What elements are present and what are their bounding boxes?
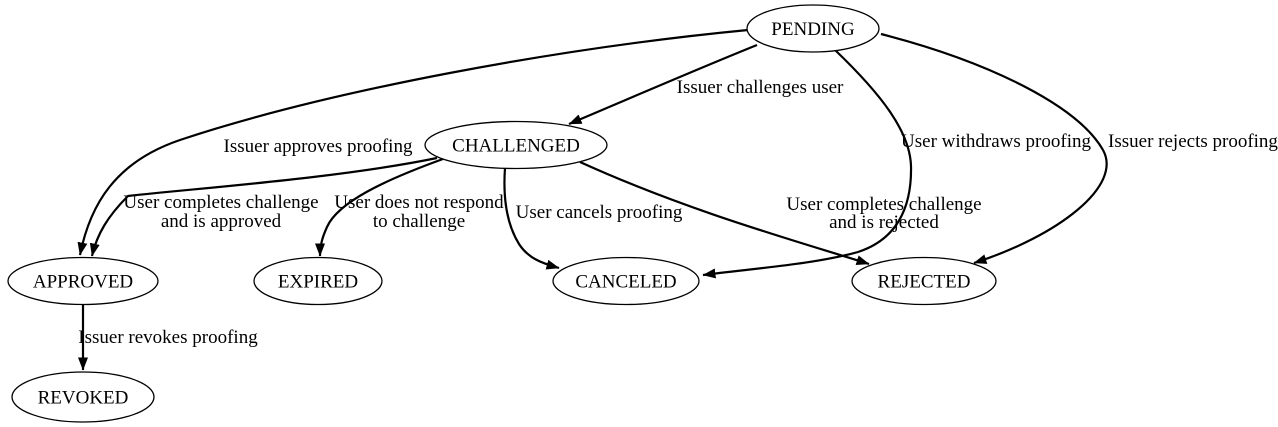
node-ellipse: [424, 120, 608, 170]
node-label: REJECTED: [878, 272, 971, 293]
edge-path: [503, 167, 560, 270]
edge-label: and is approved: [161, 211, 282, 232]
node-challenged: CHALLENGED: [424, 120, 608, 170]
node-expired: EXPIRED: [253, 256, 383, 306]
edge-path: [568, 43, 758, 126]
node-label: CANCELED: [575, 272, 676, 293]
edge-label: User completes challenge: [123, 192, 318, 213]
edge-challenged-approved: User completes challenge and is approved: [89, 156, 438, 257]
edge-approved-revoked: Issuer revokes proofing: [78, 305, 258, 371]
edge-pending-approved: Issuer approves proofing: [77, 28, 749, 256]
edge-label: User completes challenge: [786, 194, 981, 215]
node-approved: APPROVED: [7, 256, 159, 306]
edge-path: [89, 156, 438, 257]
edge-label: Issuer revokes proofing: [78, 327, 258, 348]
node-label: PENDING: [771, 19, 855, 40]
node-rejected: REJECTED: [851, 256, 997, 306]
node-ellipse: [552, 256, 700, 306]
edge-pending-canceled: User withdraws proofing: [702, 49, 1091, 279]
node-label: EXPIRED: [278, 272, 358, 293]
node-pending: PENDING: [746, 4, 880, 53]
edge-challenged-expired: User does not respond to challenge: [315, 157, 504, 257]
edge-challenged-rejected: User completes challenge and is rejected: [579, 160, 982, 266]
edge-label: Issuer approves proofing: [224, 136, 413, 157]
edge-label: Issuer challenges user: [677, 77, 844, 98]
node-ellipse: [253, 256, 383, 306]
edge-label: and is rejected: [829, 212, 939, 233]
node-ellipse: [746, 4, 880, 53]
edge-pending-rejected: Issuer rejects proofing: [880, 32, 1278, 265]
edge-label: User does not respond: [334, 192, 504, 213]
node-revoked: REVOKED: [11, 371, 155, 423]
edge-label: Issuer rejects proofing: [1108, 131, 1278, 152]
edge-challenged-canceled: User cancels proofing: [503, 167, 683, 270]
node-ellipse: [851, 256, 997, 306]
edge-path: [77, 28, 749, 256]
node-label: APPROVED: [33, 272, 133, 293]
edge-path: [880, 32, 1108, 265]
node-ellipse: [11, 371, 155, 423]
edge-path: [579, 160, 870, 266]
edge-label: User withdraws proofing: [901, 131, 1091, 152]
node-ellipse: [7, 256, 159, 306]
node-label: CHALLENGED: [452, 136, 580, 157]
edge-path: [702, 49, 913, 279]
node-label: REVOKED: [38, 388, 129, 409]
node-canceled: CANCELED: [552, 256, 700, 306]
edge-label: to challenge: [373, 211, 465, 232]
edge-label: User cancels proofing: [516, 202, 683, 223]
edge-path: [315, 157, 444, 257]
edge-pending-challenged: Issuer challenges user: [568, 43, 844, 126]
